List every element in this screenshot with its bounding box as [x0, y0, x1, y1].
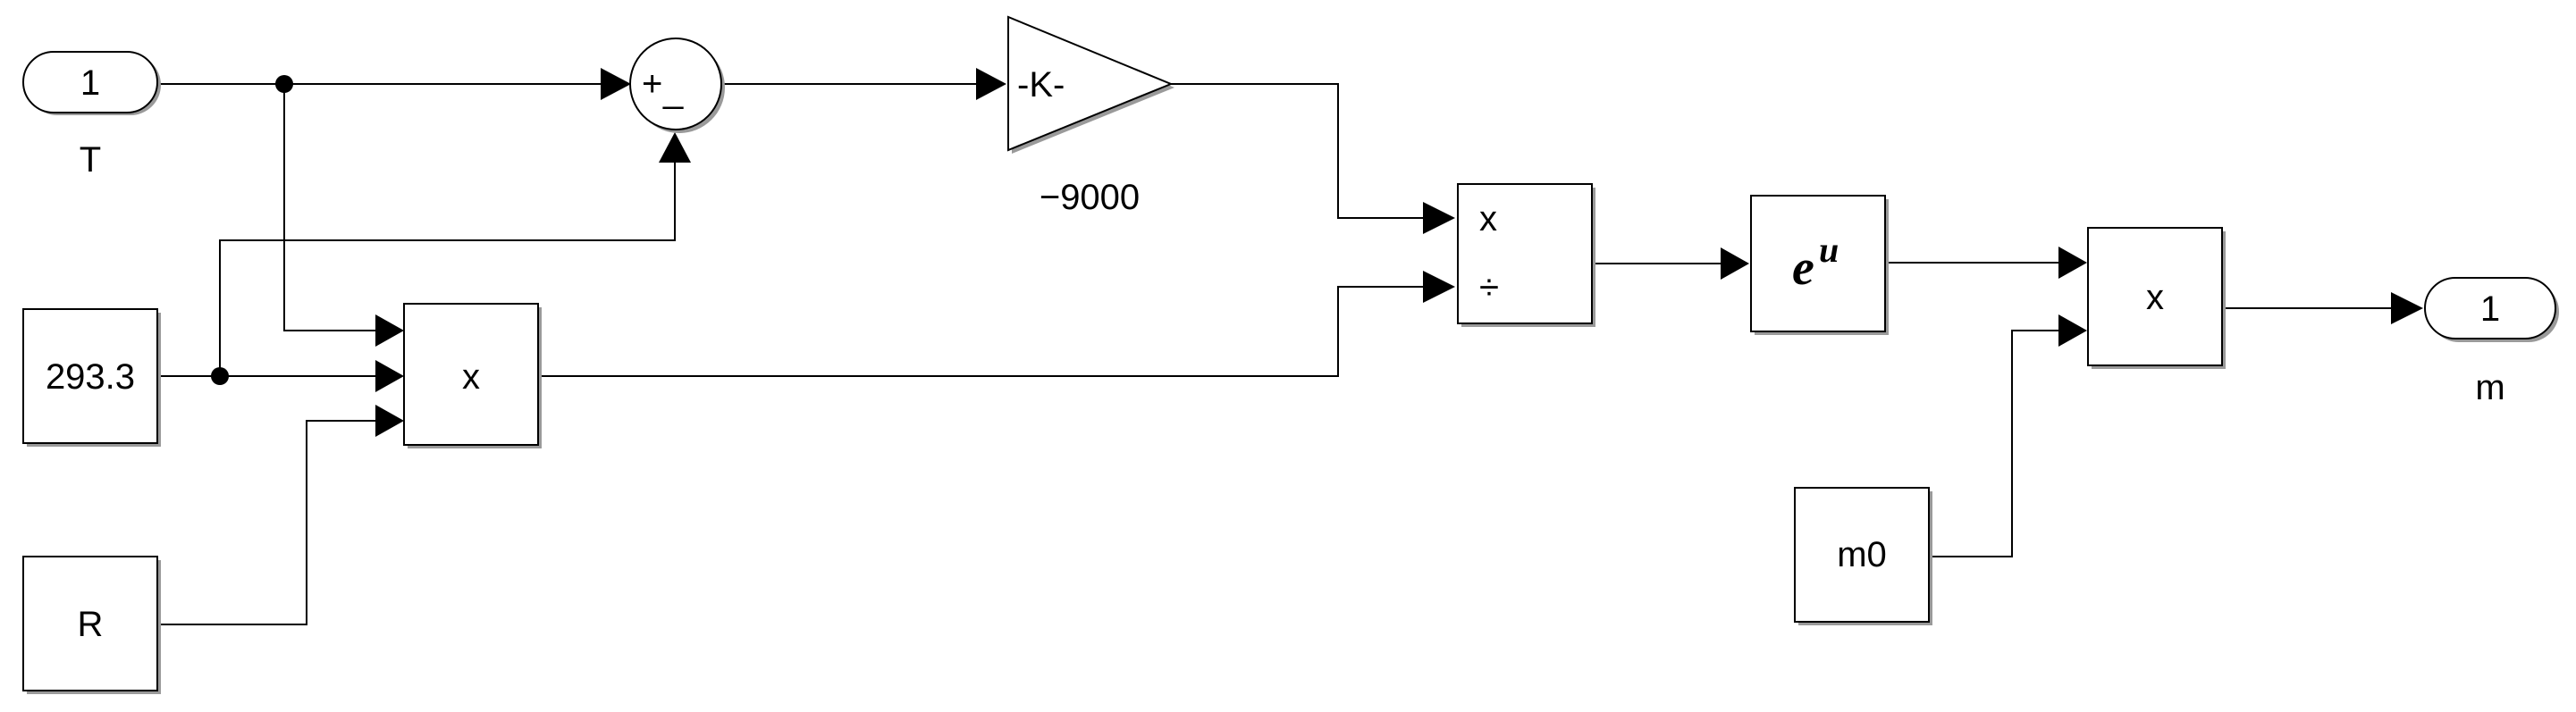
outport-number: 1	[2480, 289, 2500, 329]
constant-r-value: R	[78, 605, 104, 644]
constant-m0-value: m0	[1837, 535, 1887, 574]
product-op: x	[462, 357, 480, 397]
arrow-sum-plus	[601, 68, 631, 100]
inport-number: 1	[80, 63, 100, 103]
product-block[interactable]: x	[403, 303, 542, 448]
arrow-product-in1	[375, 314, 404, 347]
arrowheads	[375, 68, 2423, 437]
arrow-exp-in	[1721, 247, 1749, 280]
line-gain-to-divide[interactable]	[1171, 83, 1423, 219]
arrow-outport-in	[2391, 292, 2423, 324]
gain-label: -K-	[1017, 65, 1065, 105]
arrow-product-out-in1	[2058, 247, 2087, 279]
line-product-to-divide[interactable]	[540, 286, 1423, 377]
gain-value: −9000	[1040, 178, 1140, 217]
sum-plus-sign: +	[642, 64, 662, 104]
divide-multiply-sign: x	[1479, 199, 1497, 239]
arrow-sum-minus	[659, 132, 691, 163]
line-293-to-sum[interactable]	[219, 161, 676, 376]
outport-m[interactable]: 1	[2424, 277, 2559, 342]
divide-block[interactable]: x ÷	[1457, 183, 1595, 327]
arrow-product-out-in2	[2058, 314, 2087, 347]
sum-minus-sign: _	[662, 71, 684, 110]
gain-block[interactable]: -K-	[1007, 15, 1174, 154]
junction-t	[275, 75, 293, 93]
constant-r-block[interactable]: R	[22, 556, 161, 694]
product-out-op: x	[2146, 278, 2164, 317]
line-r-to-product[interactable]	[159, 420, 375, 625]
inport-name: T	[80, 140, 101, 180]
outport-name: m	[2475, 368, 2504, 407]
signal-lines	[159, 83, 2391, 625]
constant-m0-block[interactable]: m0	[1794, 487, 1932, 625]
line-t-to-product[interactable]	[283, 84, 375, 331]
divide-divide-sign: ÷	[1479, 268, 1499, 307]
product-out-block[interactable]: x	[2087, 227, 2226, 369]
arrow-divide-in1	[1423, 202, 1455, 234]
inport-t[interactable]: 1	[22, 51, 161, 115]
exp-exponent: u	[1819, 230, 1839, 270]
constant-293-block[interactable]: 293.3	[22, 308, 161, 447]
arrow-gain-in	[976, 68, 1006, 100]
arrow-product-in3	[375, 405, 404, 437]
sum-block[interactable]: + _	[629, 38, 725, 133]
arrow-divide-in2	[1423, 271, 1455, 303]
arrow-product-in2	[375, 360, 404, 392]
constant-293-value: 293.3	[46, 357, 135, 397]
exp-base: e	[1792, 240, 1814, 296]
junction-293	[211, 367, 229, 385]
line-m0-to-product-out[interactable]	[1931, 330, 2058, 557]
exp-block[interactable]: e u	[1750, 195, 1889, 335]
